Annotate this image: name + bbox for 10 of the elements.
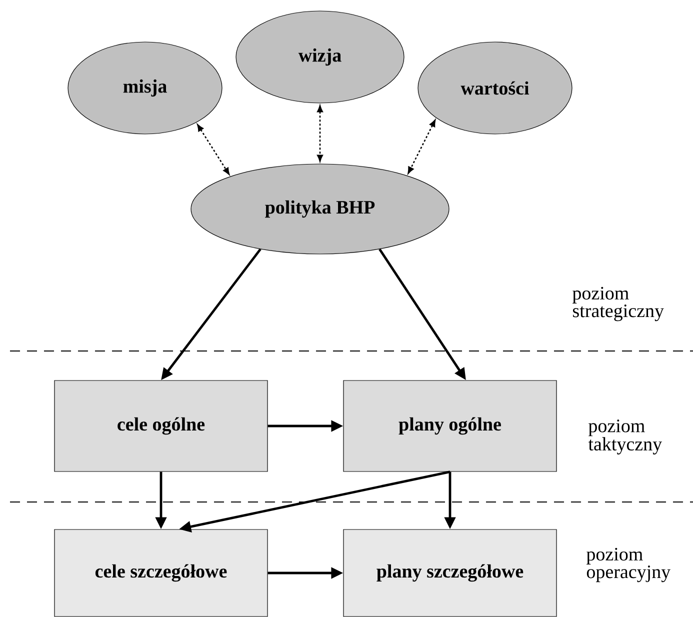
arrow	[197, 124, 230, 175]
level-label: poziom taktyczny	[588, 420, 662, 454]
arrow	[317, 105, 323, 162]
process-box: cele szczegółowe	[54, 529, 268, 617]
level-label: poziom strategiczny	[572, 286, 664, 322]
process-box: plany szczegółowe	[343, 529, 557, 617]
process-box: cele ogólne	[54, 380, 268, 472]
level-label: poziom operacyjny	[586, 548, 671, 582]
process-box: plany ogólne	[343, 380, 557, 472]
arrow	[408, 120, 436, 174]
